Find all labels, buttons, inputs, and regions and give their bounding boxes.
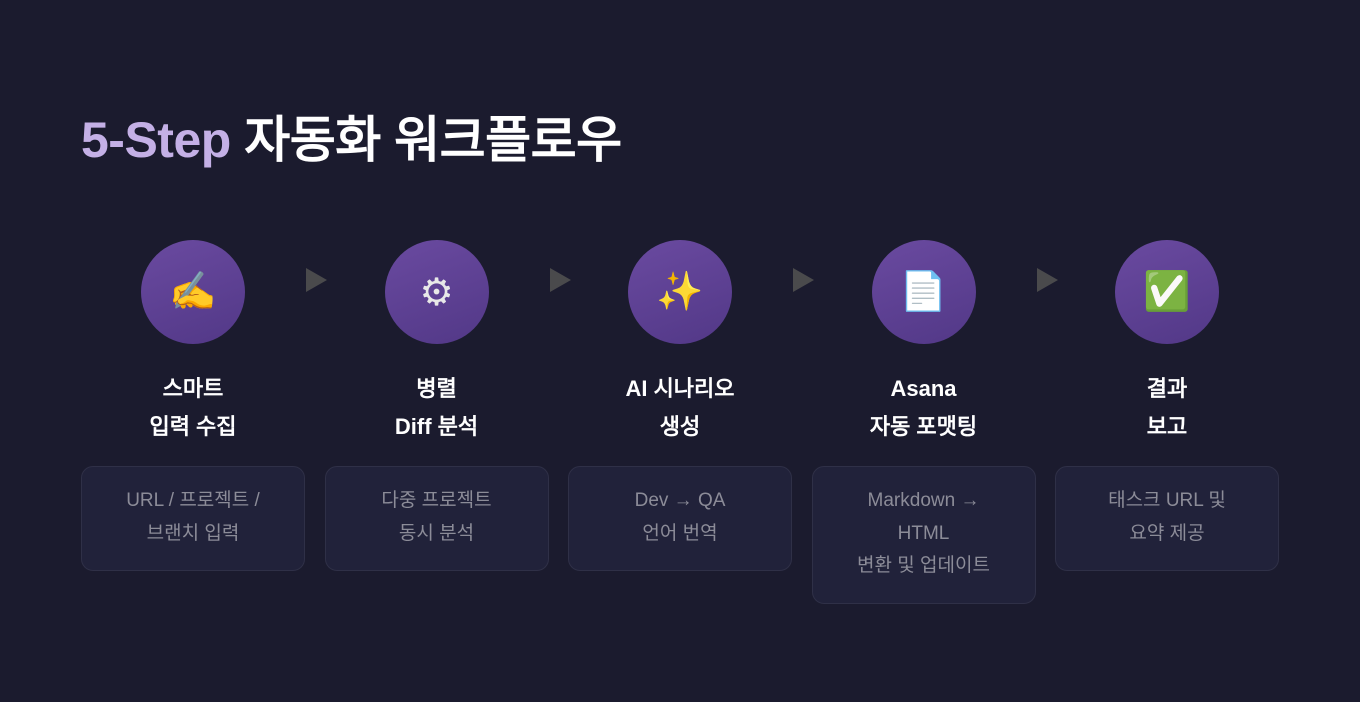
step-description-line: 요약 제공 bbox=[1129, 522, 1205, 544]
step-icon-circle: 📄 bbox=[871, 240, 976, 344]
step-heading-line: Diff 분석 bbox=[394, 414, 479, 439]
step-icon-circle: ✍️ bbox=[141, 240, 245, 344]
writing-hand-icon: ✍️ bbox=[169, 271, 217, 313]
step-description-card: Dev → QA 언어 번역 bbox=[568, 466, 792, 571]
title-accent: 5-Step bbox=[81, 112, 231, 168]
step-description-line: Markdown → bbox=[867, 490, 980, 511]
step-description-line: 태스크 URL 및 bbox=[1108, 490, 1226, 511]
step-description-line: 언어 번역 bbox=[642, 522, 718, 544]
step-description-line: Dev → QA bbox=[634, 490, 726, 511]
document-icon: 📄 bbox=[899, 271, 948, 313]
step-heading-line: 입력 수집 bbox=[149, 414, 237, 439]
arrow-right-icon bbox=[306, 268, 327, 292]
step-heading: 병렬 Diff 분석 bbox=[395, 370, 478, 452]
check-mark-icon: ✅ bbox=[1143, 271, 1191, 313]
step-heading-line: 보고 bbox=[1146, 414, 1188, 439]
step-icon-circle: ✅ bbox=[1115, 240, 1219, 344]
gear-icon: ⚙ bbox=[419, 271, 454, 314]
arrow-right-icon bbox=[793, 268, 814, 292]
title-rest: 자동화 워크플로우 bbox=[230, 112, 622, 168]
step-heading-line: 스마트 bbox=[162, 376, 224, 401]
step-heading-line: 생성 bbox=[659, 414, 701, 439]
step-icon-circle: ✨ bbox=[628, 240, 732, 344]
step-icon-circle: ⚙ bbox=[384, 240, 489, 344]
arrow-right-icon bbox=[549, 268, 571, 292]
step-heading-line: Asana bbox=[890, 376, 957, 401]
step-heading-line: 병렬 bbox=[416, 376, 457, 401]
step-description-line: 다중 프로젝트 bbox=[381, 490, 492, 511]
step-description-line: 동시 분석 bbox=[398, 522, 475, 544]
step-heading-line: 자동 포맷팅 bbox=[869, 414, 978, 439]
step-description-line: HTML bbox=[897, 522, 950, 544]
step-heading-line: AI 시나리오 bbox=[625, 376, 735, 401]
step-description-line: URL / 프로젝트 / bbox=[126, 490, 260, 511]
step-description-line: 브랜치 입력 bbox=[146, 522, 240, 544]
page-title: 5-Step 자동화 워크플로우 bbox=[81, 100, 622, 172]
step-description-line: 변환 및 업데이트 bbox=[857, 555, 990, 576]
step-description-card: Markdown → HTML 변환 및 업데이트 bbox=[811, 466, 1036, 604]
step-heading-line: 결과 bbox=[1146, 376, 1188, 401]
step-heading: Asana 자동 포맷팅 bbox=[870, 370, 977, 452]
step-description-card: URL / 프로젝트 / 브랜치 입력 bbox=[81, 466, 305, 571]
sparkles-icon: ✨ bbox=[656, 271, 704, 313]
workflow-step: 📄 Asana 자동 포맷팅 Markdown → HTML 변환 및 업데이트 bbox=[811, 240, 1037, 604]
arrow-right-icon bbox=[1036, 268, 1058, 292]
